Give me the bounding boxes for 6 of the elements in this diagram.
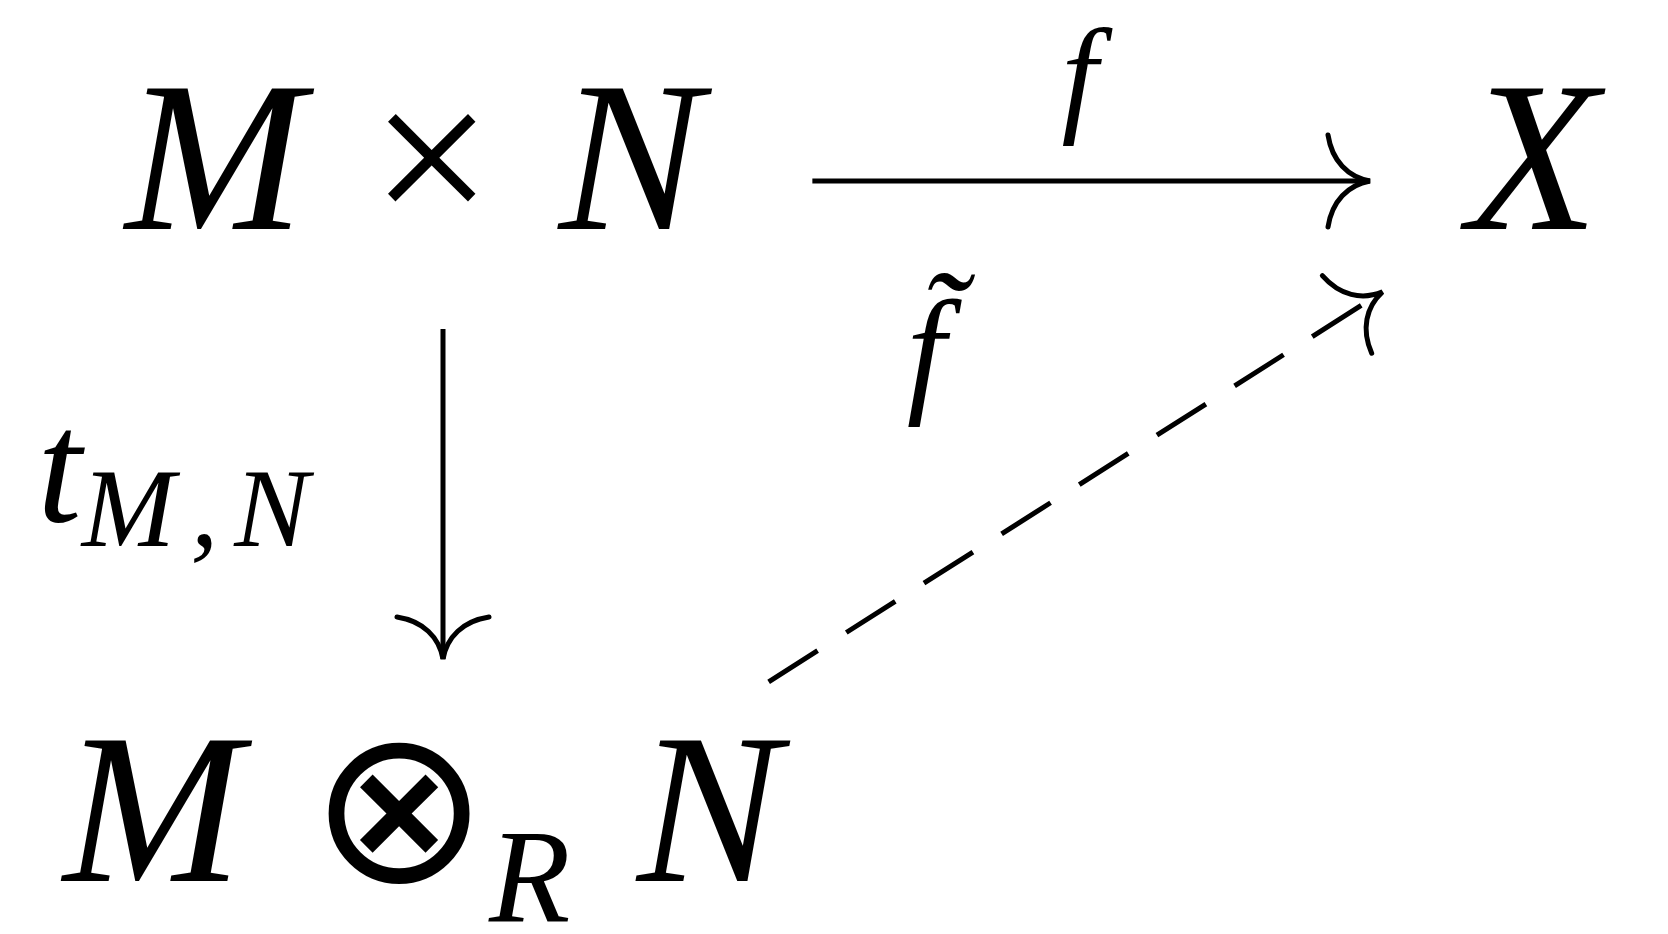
math-object: X [1450, 62, 1629, 250]
edge-label: t$_{M,N}$ [36, 377, 326, 572]
math-object: M × N [108, 62, 733, 250]
edge-label: f [1046, 0, 1119, 153]
edge-label: f̃ [890, 255, 997, 433]
math-object: M ⊗$_{R}$ N [46, 714, 811, 934]
